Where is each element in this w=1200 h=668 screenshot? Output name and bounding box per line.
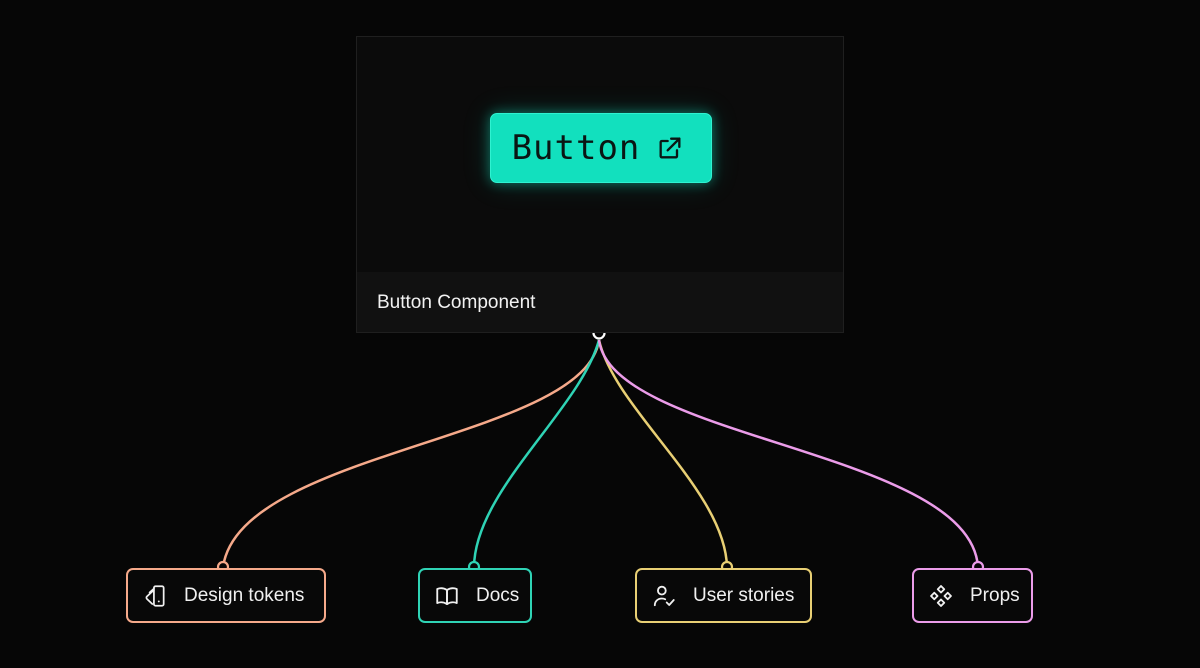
component-card-footer: Button Component — [357, 272, 843, 332]
user-check-icon — [653, 585, 675, 606]
node-label-props: Props — [970, 584, 1020, 606]
component-card[interactable]: Button Button Component — [356, 36, 844, 333]
demo-button[interactable]: Button — [490, 113, 712, 183]
connector-props — [597, 339, 980, 568]
book-icon — [436, 586, 458, 605]
component-title: Button Component — [377, 292, 536, 313]
connector-user-stories — [597, 339, 729, 568]
node-props[interactable]: Props — [912, 568, 1033, 623]
node-label-docs: Docs — [476, 584, 520, 606]
node-design-tokens[interactable]: Design tokens — [126, 568, 326, 623]
demo-button-label: Button — [511, 128, 641, 168]
external-link-icon — [659, 137, 681, 159]
component-preview: Button — [357, 37, 843, 273]
node-docs[interactable]: Docs — [418, 568, 532, 623]
connector-design-tokens — [221, 339, 601, 568]
connector-docs — [472, 339, 601, 568]
component-diamonds-icon — [930, 584, 952, 607]
node-label-user-stories: User stories — [693, 584, 795, 606]
node-label-design-tokens: Design tokens — [184, 584, 305, 606]
node-user-stories[interactable]: User stories — [635, 568, 812, 623]
design-tokens-icon — [145, 584, 165, 607]
